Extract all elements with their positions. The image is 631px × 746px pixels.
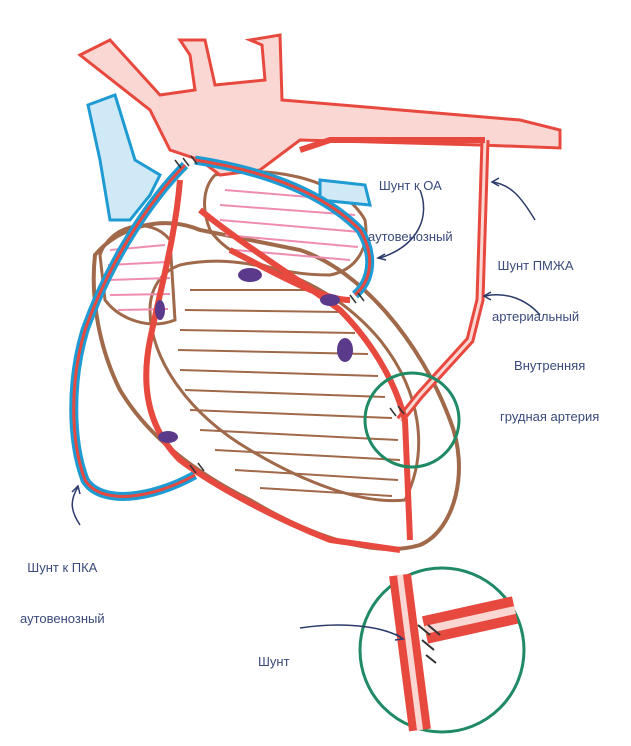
label-shunt-line1: Шунт — [258, 654, 290, 669]
myocardium-hatching — [177, 289, 401, 497]
rca-vein-graft-inner — [72, 163, 196, 498]
label-rca-shunt-line1: Шунт к ПКА — [27, 560, 98, 575]
internal-mammary-artery-core — [398, 139, 487, 421]
right-atrium — [98, 224, 177, 326]
label-ima-line2: грудная артерия — [500, 409, 600, 424]
label-oa-shunt: Шунт к ОА аутовенозный — [368, 143, 453, 262]
label-lad-shunt: Шунт ПМЖА артериальный — [492, 223, 579, 342]
right-atrium-hatching — [107, 244, 171, 311]
vena-cava — [86, 93, 372, 222]
label-lad-shunt-line1: Шунт ПМЖА — [497, 258, 574, 273]
leader-arrows — [71, 177, 541, 641]
sutures — [174, 155, 405, 474]
label-lad-shunt-line2: артериальный — [492, 309, 580, 324]
label-rca-shunt: Шунт к ПКА аутовенозный — [20, 525, 105, 644]
label-shunt: Шунт — [258, 619, 290, 687]
heart-outline — [91, 221, 461, 551]
label-oa-shunt-line1: Шунт к ОА — [378, 178, 442, 193]
label-oa-shunt-line2: аутовенозный — [368, 229, 453, 244]
mammary-branch — [299, 137, 485, 153]
left-atrium — [203, 169, 368, 277]
label-rca-shunt-line2: аутовенозный — [20, 611, 105, 626]
zoom-source-circle — [363, 371, 461, 469]
label-ima-line1: Внутренняя — [514, 358, 586, 373]
zoom-inset-circle — [358, 566, 526, 734]
plaques — [155, 268, 353, 443]
oa-vein-graft-inner — [194, 158, 372, 297]
left-atrium-hatching — [219, 189, 361, 261]
label-ima: Внутренняя грудная артерия — [500, 323, 599, 442]
zoom-inset-vessels — [389, 573, 519, 732]
